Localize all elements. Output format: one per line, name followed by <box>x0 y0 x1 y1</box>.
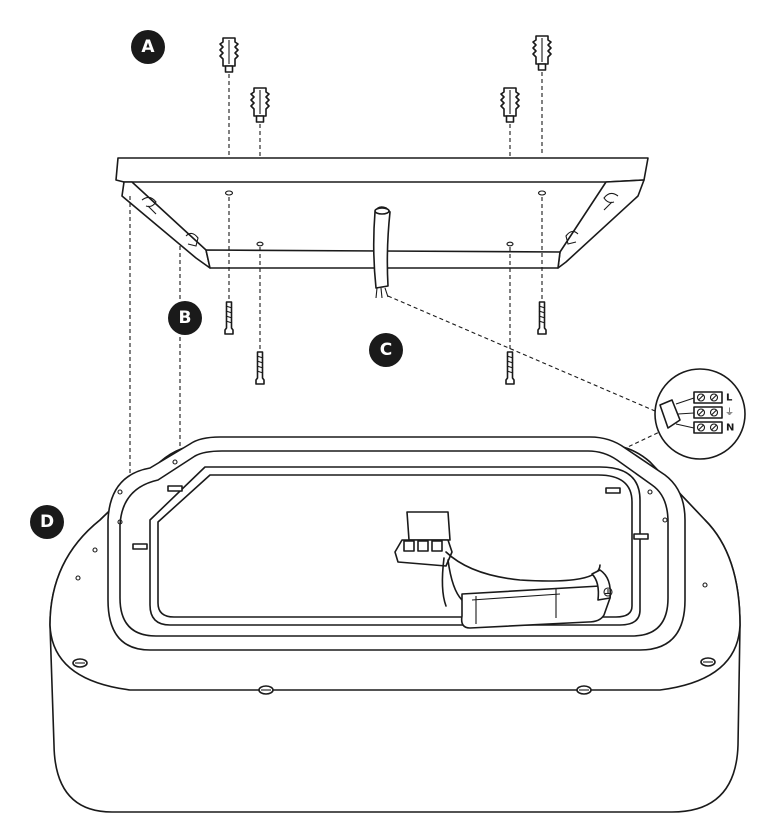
wall-plug-icon <box>500 87 520 123</box>
terminal-live <box>693 391 723 404</box>
terminal-label-earth: ⏚ <box>725 407 734 418</box>
led-driver <box>460 585 612 629</box>
step-badge-c: C <box>369 333 403 367</box>
mains-cable <box>372 206 391 299</box>
step-badge-b: B <box>168 301 202 335</box>
earth-symbol-icon <box>603 587 613 597</box>
keyhole-slot-icon <box>141 196 157 215</box>
light-housing <box>49 436 741 813</box>
terminal-block-icon <box>394 539 453 567</box>
keyhole-slot-icon <box>185 232 199 247</box>
step-label-c: C <box>380 340 392 360</box>
wall-plug-icon <box>219 37 239 73</box>
housing-clip <box>167 485 183 492</box>
screw-icon <box>505 351 515 385</box>
keyhole-slot-icon <box>565 230 579 245</box>
housing-clip <box>605 487 621 494</box>
cable-connection-line <box>387 295 663 415</box>
keyhole-slot-icon <box>603 192 619 211</box>
internal-wiring <box>394 511 613 629</box>
screw-icon <box>537 301 547 335</box>
step-badge-a: A <box>131 30 165 64</box>
housing-clip <box>633 533 649 540</box>
rim-screw-icon <box>576 685 592 695</box>
wall-plug-icon <box>532 35 552 71</box>
terminal-label-neutral: N <box>726 423 734 434</box>
step-label-d: D <box>40 512 54 532</box>
housing-clip <box>132 543 148 550</box>
plate-hole <box>256 241 264 247</box>
terminal-earth <box>693 406 723 419</box>
screw-icon <box>255 351 265 385</box>
plate-hole <box>506 241 514 247</box>
plate-hole <box>537 190 547 196</box>
plate-hole <box>224 190 234 196</box>
terminal-detail-callout: L ⏚ N <box>654 368 746 460</box>
screw-icon <box>224 301 234 335</box>
rim-screw-icon <box>700 657 716 667</box>
terminal-neutral <box>693 421 723 434</box>
step-badge-d: D <box>30 505 64 539</box>
terminal-label-live: L <box>726 393 733 404</box>
rim-screw-icon <box>72 658 88 668</box>
step-label-b: B <box>179 308 192 328</box>
rim-screw-icon <box>258 685 274 695</box>
screws <box>224 197 547 385</box>
wall-plugs <box>219 35 552 156</box>
wall-plug-icon <box>250 87 270 123</box>
step-label-a: A <box>141 37 155 57</box>
terminal-cover <box>406 511 451 541</box>
